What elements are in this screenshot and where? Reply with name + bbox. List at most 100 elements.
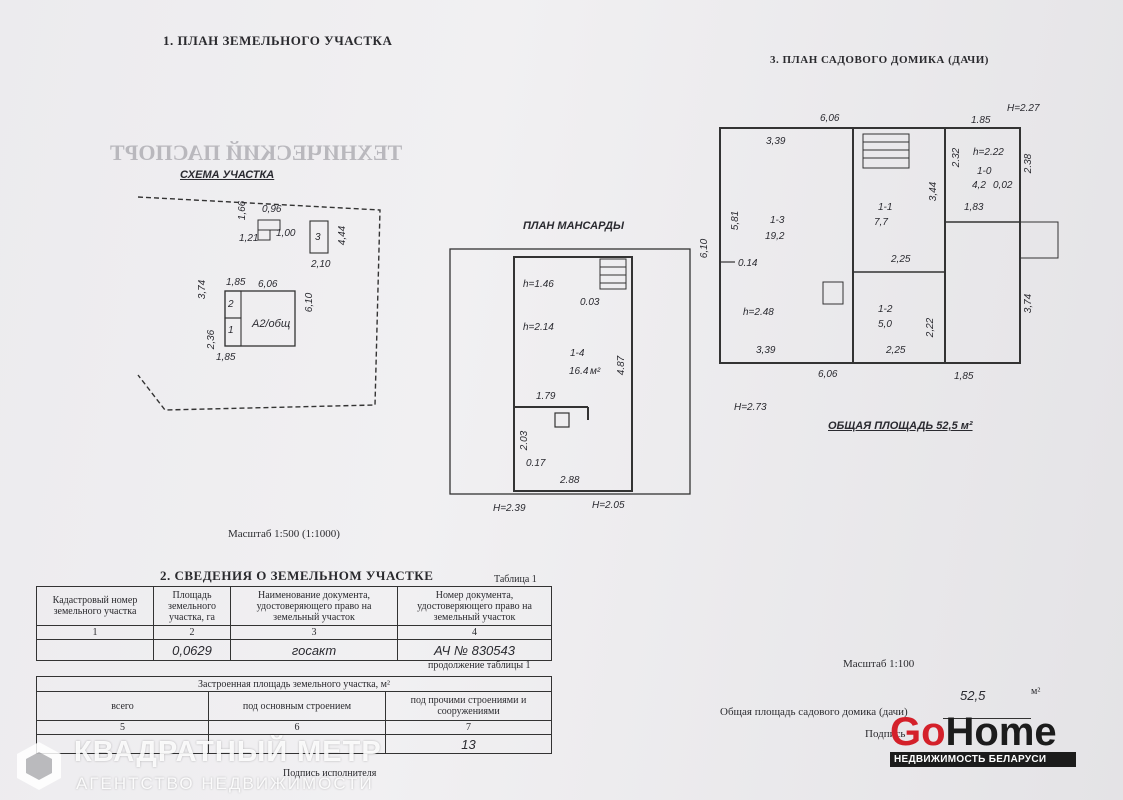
room-area: 19,2 — [765, 231, 785, 242]
dim-label: 6,06 — [820, 113, 840, 124]
total-area-value: 52,5 — [960, 688, 986, 703]
table-cell: АЧ № 830543 — [397, 639, 552, 661]
table-cell: госакт — [230, 639, 398, 661]
dim-label: 2,10 — [311, 259, 331, 270]
dim-label: 3,74 — [197, 279, 209, 300]
house-plan-drawing — [719, 127, 1059, 364]
dim-label: 2,22 — [925, 317, 937, 338]
total-area-underline — [943, 704, 1031, 719]
dim-label: 2 — [228, 299, 234, 310]
section3-title: 3. ПЛАН САДОВОГО ДОМИКА (ДАЧИ) — [770, 54, 989, 66]
agency-logo-icon — [17, 742, 61, 790]
table-cell — [36, 639, 154, 661]
dim-label: 1.85 — [971, 115, 991, 126]
brand-tagline: НЕДВИЖИМОСТЬ БЕЛАРУСИ — [890, 752, 1076, 767]
total-area-line-label: Общая площадь садового домика (дачи) — [720, 706, 908, 718]
dim-label: 3 — [315, 232, 321, 243]
dim-label: 4.87 — [616, 355, 628, 376]
room-area: 7,7 — [874, 217, 888, 228]
table-header: Наименование документа, удостоверяющего … — [230, 586, 398, 626]
room-area: 16.4 — [569, 366, 589, 377]
table-header: Номер документа, удостоверяющего право н… — [397, 586, 552, 626]
table-label: Таблица 1 — [494, 574, 537, 585]
dim-label: 1,83 — [964, 202, 984, 213]
gohome-brand: GoHome НЕДВИЖИМОСТЬ БЕЛАРУСИ — [890, 712, 1076, 767]
dim-label: 1 — [228, 325, 234, 336]
table-cell: 13 — [385, 734, 552, 754]
dim-label: 2,25 — [886, 345, 906, 356]
brand-home: Home — [945, 710, 1057, 754]
unit-label: м² — [590, 366, 601, 377]
total-area-unit: м² — [1031, 686, 1041, 697]
signature-label: Подпись исполнителя — [283, 768, 377, 779]
section1-title: 1. ПЛАН ЗЕМЕЛЬНОГО УЧАСТКА — [163, 33, 393, 48]
dim-label: 1,66 — [237, 200, 249, 221]
table-header: Кадастровый номер земельного участка — [36, 586, 154, 626]
table-cell: 6 — [208, 720, 386, 735]
table-header: под основным строением — [208, 691, 386, 721]
table-cell: 0,0629 — [153, 639, 231, 661]
dim-label: 0.14 — [738, 258, 758, 269]
table-row: всего под основным строением под прочими… — [36, 691, 552, 721]
room-number: 1-3 — [770, 215, 785, 226]
watermark-subtitle: АГЕНТСТВО НЕДВИЖИМОСТИ — [76, 774, 374, 793]
house-label: А2/общ — [252, 318, 291, 330]
dim-label: 0,96 — [262, 204, 282, 215]
dim-label: 2,25 — [891, 254, 911, 265]
dim-label: 6,06 — [818, 369, 838, 380]
dim-label: 6,06 — [258, 279, 278, 290]
dim-label: 3,39 — [756, 345, 776, 356]
dim-label: 2,36 — [206, 329, 218, 350]
table-header: Застроенная площадь земельного участка, … — [36, 676, 552, 692]
dim-label: 3,74 — [1023, 293, 1035, 314]
dim-label: 5,81 — [730, 210, 742, 231]
dim-label: 0.17 — [526, 458, 546, 469]
table-cell: 1 — [36, 625, 154, 640]
dim-label: 6,10 — [699, 238, 711, 259]
dim-label: H=2.39 — [493, 503, 526, 514]
room-number: 1-4 — [570, 348, 585, 359]
attic-title: ПЛАН МАНСАРДЫ — [523, 220, 624, 232]
dim-label: h=2.22 — [973, 147, 1004, 158]
scale-label-2: Масштаб 1:100 — [843, 658, 915, 670]
watermark-title: КВАДРАТНЫЙ МЕТР — [74, 736, 382, 768]
table-header: Площадь земельного участка, га — [153, 586, 231, 626]
scale-label-1: Масштаб 1:500 (1:1000) — [228, 528, 340, 540]
built-area-table: Застроенная площадь земельного участка, … — [36, 676, 552, 754]
table-row: 5 6 7 — [36, 720, 552, 735]
table-row: 1 2 3 4 — [36, 625, 552, 640]
dim-label: H=2.73 — [734, 402, 767, 413]
dim-label: 1,85 — [954, 371, 974, 382]
table-cell: 4 — [397, 625, 552, 640]
signature2-label: Подпись — [865, 728, 906, 740]
dim-label: 2.38 — [1023, 153, 1035, 174]
table-header: всего — [36, 691, 209, 721]
dim-label: 2.32 — [951, 147, 963, 168]
dim-label: H=2.27 — [1007, 103, 1040, 114]
dim-label: 3,39 — [766, 136, 786, 147]
dim-label: h=1.46 — [523, 279, 554, 290]
total-area-label: ОБЩАЯ ПЛОЩАДЬ 52,5 м² — [828, 420, 973, 432]
dim-label: 1.79 — [536, 391, 556, 402]
scheme-title: СХЕМА УЧАСТКА — [180, 169, 275, 181]
dim-label: 2.03 — [519, 430, 531, 451]
table-cell: 2 — [153, 625, 231, 640]
dim-label: h=2.14 — [523, 322, 554, 333]
table-row: 0,0629 госакт АЧ № 830543 — [36, 639, 552, 661]
table-cell: 7 — [385, 720, 552, 735]
dim-label: 1,85 — [226, 277, 246, 288]
table-header: под прочими строениями и сооружениями — [385, 691, 552, 721]
dim-label: h=2.48 — [743, 307, 774, 318]
dim-label: 3,44 — [928, 181, 940, 202]
room-area: 4,2 — [972, 180, 986, 191]
dim-label: 0,02 — [993, 180, 1013, 191]
dim-label: 6,10 — [304, 292, 316, 313]
dim-label: 0.03 — [580, 297, 600, 308]
scheme-drawing — [137, 196, 381, 411]
dim-label: H=2.05 — [592, 500, 625, 511]
table-cell: 5 — [36, 720, 209, 735]
land-table: Кадастровый номер земельного участка Пло… — [36, 586, 552, 661]
bleed-through-text: ТЕХНИЧЕСКИЙ ПАСПОРТ — [110, 140, 403, 165]
dim-label: 4,44 — [337, 225, 349, 246]
room-number: 1-2 — [878, 304, 893, 315]
